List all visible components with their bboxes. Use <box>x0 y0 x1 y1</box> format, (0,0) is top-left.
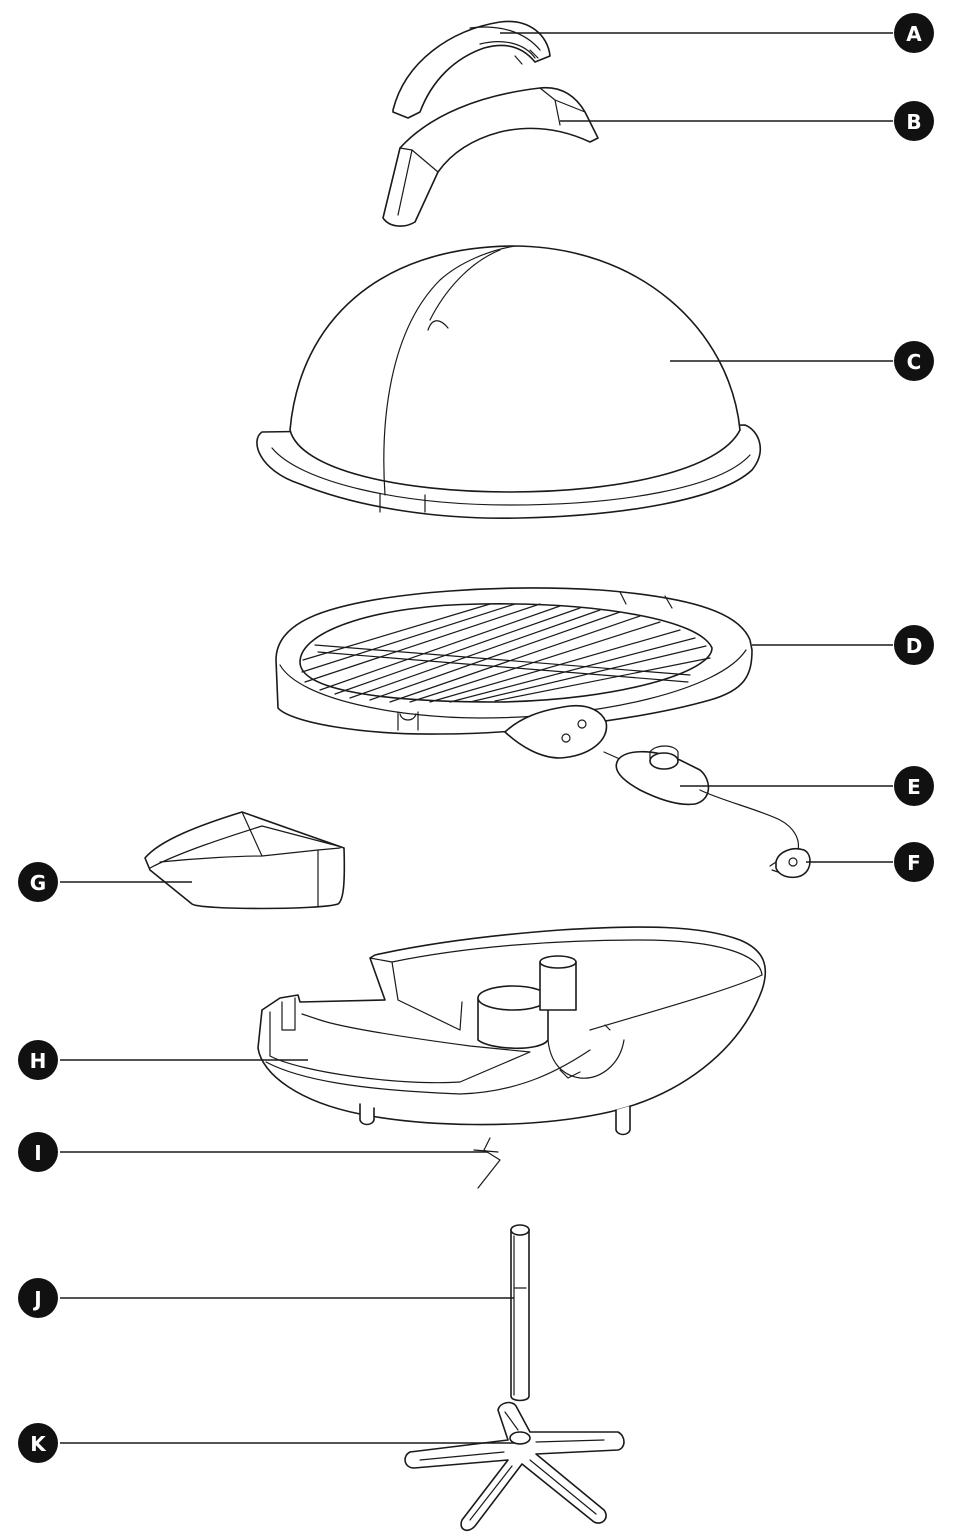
label-f: F <box>894 842 934 882</box>
part-f-plug <box>769 847 811 879</box>
part-k-star-base <box>404 1401 625 1532</box>
part-h-base <box>257 926 767 1136</box>
label-k: K <box>18 1423 58 1463</box>
svg-text:H: H <box>30 1049 47 1073</box>
label-a: A <box>894 13 934 53</box>
part-i-screw <box>473 1137 501 1189</box>
svg-text:K: K <box>30 1432 47 1456</box>
leader-lines <box>60 32 893 1444</box>
svg-text:C: C <box>907 350 922 374</box>
part-c-lid <box>256 245 762 520</box>
part-a-handle-cover <box>392 20 551 119</box>
part-d-grill-plate <box>275 587 753 759</box>
svg-text:J: J <box>32 1287 41 1311</box>
label-c: C <box>894 341 934 381</box>
label-b: B <box>894 101 934 141</box>
svg-text:B: B <box>906 110 921 134</box>
label-i: I <box>18 1132 58 1172</box>
label-d: D <box>894 625 934 665</box>
label-g: G <box>18 862 58 902</box>
svg-text:G: G <box>30 871 46 895</box>
part-e-thermostat <box>603 745 800 851</box>
svg-text:E: E <box>907 775 921 799</box>
label-h: H <box>18 1040 58 1080</box>
part-g-drip-tray <box>144 811 346 910</box>
svg-text:D: D <box>906 634 923 658</box>
svg-text:F: F <box>907 851 921 875</box>
svg-text:A: A <box>906 22 922 46</box>
label-j: J <box>18 1278 58 1318</box>
label-e: E <box>894 766 934 806</box>
part-b-handle <box>382 86 599 227</box>
svg-text:I: I <box>34 1141 41 1165</box>
part-j-pole <box>510 1224 530 1402</box>
